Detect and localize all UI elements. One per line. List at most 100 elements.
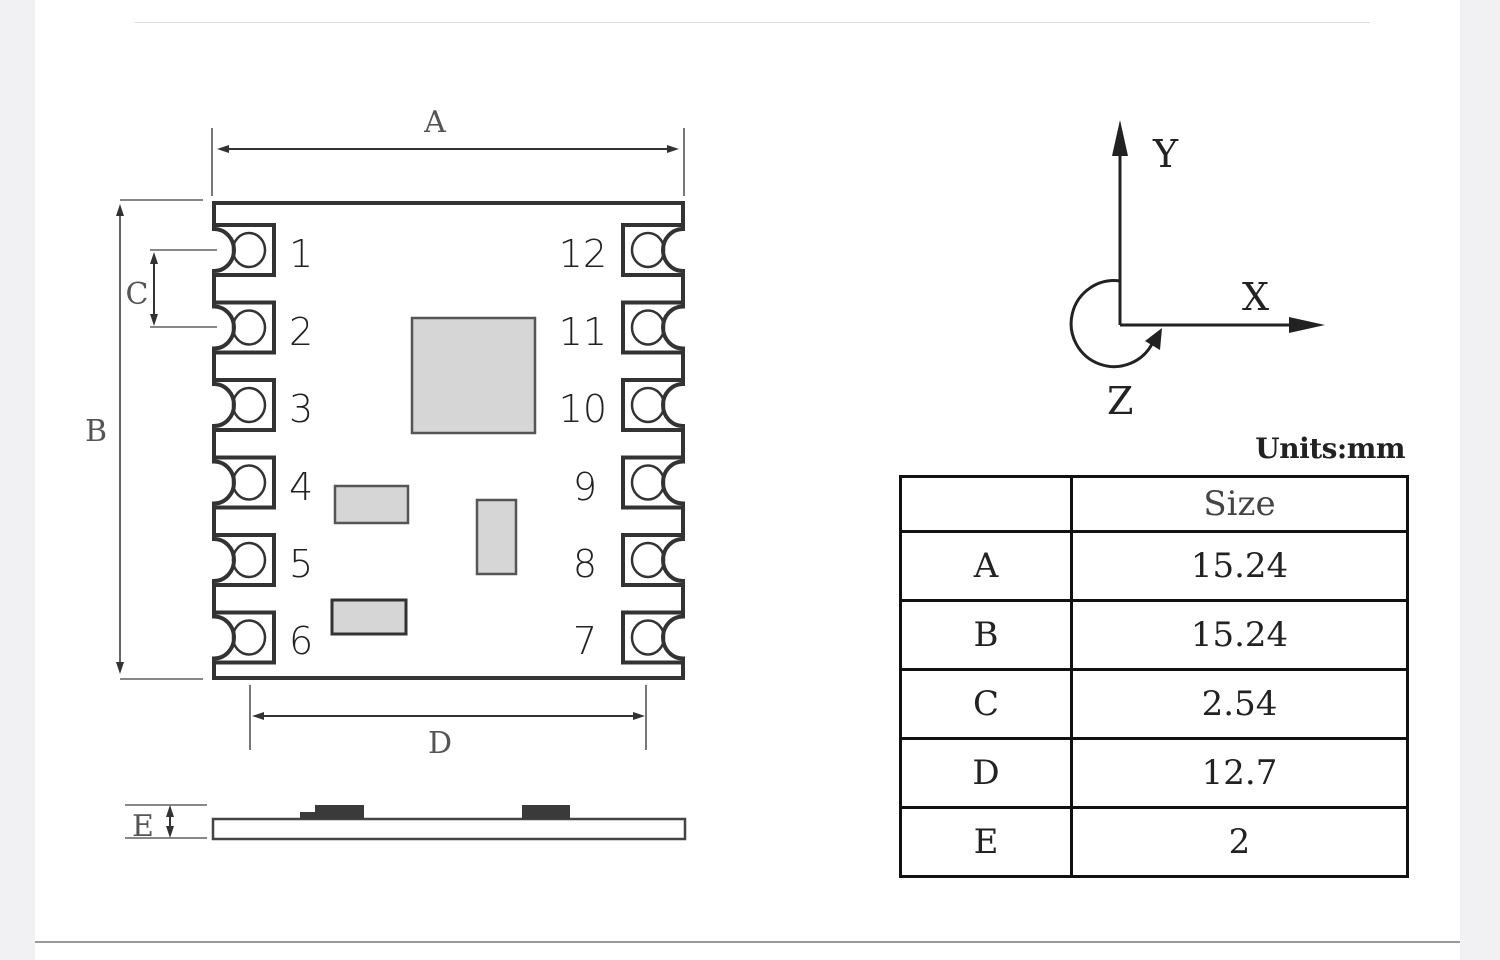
pad-hole-left-1 xyxy=(231,231,267,269)
pad-right-6 xyxy=(621,610,683,665)
dimension-c-label: C xyxy=(126,277,149,312)
dimension-b-label: B xyxy=(85,414,107,449)
z-rotation-arc xyxy=(1069,279,1155,369)
pin-label-4: 4 xyxy=(289,465,313,509)
table-header-row: Size xyxy=(899,475,1409,533)
y-axis-label: Y xyxy=(1152,132,1179,176)
pin-label-9: 9 xyxy=(573,465,597,509)
row-label: D xyxy=(899,737,1073,809)
component-capacitor xyxy=(475,498,518,576)
pad-right-2 xyxy=(621,300,683,355)
dimension-c: C xyxy=(126,249,217,328)
pad-right-1 xyxy=(621,223,683,277)
pad-frame-left-4 xyxy=(214,455,276,510)
pad-right-3 xyxy=(621,378,683,432)
pad-frame-left-3 xyxy=(214,378,276,432)
pin-label-3: 3 xyxy=(289,387,313,431)
table-header-blank xyxy=(899,475,1073,533)
pad-hole-right-3 xyxy=(630,386,666,424)
module-outline xyxy=(212,201,685,680)
pad-left-4 xyxy=(214,455,276,510)
pin-label-12: 12 xyxy=(559,232,607,276)
axis-indicator: Y X Z xyxy=(1069,120,1325,423)
pad-hole-right-4 xyxy=(630,464,666,501)
pad-hole-right-5 xyxy=(630,541,666,579)
pin-label-11: 11 xyxy=(559,310,607,354)
pad-frame-right-1 xyxy=(621,223,683,277)
dimension-e-label: E xyxy=(132,809,154,844)
pad-left-3 xyxy=(214,378,276,432)
component-resistor-2 xyxy=(330,598,408,636)
module-side-view: E xyxy=(125,804,687,844)
module-dimension-drawing: A B C 1 2 3 4 xyxy=(85,105,1325,844)
pad-frame-right-5 xyxy=(621,533,683,587)
dimension-b: B xyxy=(85,199,203,680)
component-resistor-1 xyxy=(333,484,410,525)
dimension-table: Size A 15.24 B 15.24 C 2.54 D 12.7 E 2 xyxy=(899,475,1409,878)
row-label: A xyxy=(899,530,1073,602)
pad-right-5 xyxy=(621,533,683,587)
pad-hole-left-2 xyxy=(231,309,267,346)
dimension-a-label: A xyxy=(423,105,446,140)
main-ic-chip xyxy=(410,316,537,435)
row-value: 15.24 xyxy=(1070,530,1409,602)
pin-label-1: 1 xyxy=(289,232,313,276)
pin-label-8: 8 xyxy=(573,542,597,586)
pad-hole-left-4 xyxy=(231,464,267,501)
pin-label-7: 7 xyxy=(573,619,597,663)
row-label: C xyxy=(899,668,1073,740)
pad-hole-left-3 xyxy=(231,386,267,424)
pad-hole-left-5 xyxy=(231,541,267,579)
pad-frame-right-4 xyxy=(621,455,683,510)
dimension-d: D xyxy=(249,685,647,761)
table-row: B 15.24 xyxy=(899,599,1409,671)
pad-right-4 xyxy=(621,455,683,510)
row-value: 2 xyxy=(1070,806,1409,878)
table-header-size: Size xyxy=(1070,475,1409,533)
top-divider xyxy=(135,22,1370,23)
row-value: 2.54 xyxy=(1070,668,1409,740)
pad-frame-left-1 xyxy=(214,223,276,277)
y-axis-arrow-icon xyxy=(1112,120,1128,156)
pad-left-1 xyxy=(214,223,276,277)
x-axis-label: X xyxy=(1242,275,1269,319)
pad-frame-right-2 xyxy=(621,300,683,355)
z-axis-label: Z xyxy=(1107,379,1133,423)
document-page: A B C 1 2 3 4 xyxy=(35,0,1460,960)
x-axis-arrow-icon xyxy=(1289,317,1325,333)
units-label: Units:mm xyxy=(1255,432,1405,465)
pad-group xyxy=(214,223,683,665)
pad-hole-right-1 xyxy=(630,231,666,269)
row-value: 15.24 xyxy=(1070,599,1409,671)
bottom-divider xyxy=(35,941,1460,943)
dimension-a: A xyxy=(211,105,685,196)
table-row: E 2 xyxy=(899,806,1409,878)
pin-label-10: 10 xyxy=(559,387,607,431)
pad-hole-right-2 xyxy=(630,309,666,346)
pad-frame-right-3 xyxy=(621,378,683,432)
pad-left-2 xyxy=(214,300,276,355)
module-top-view: 1 2 3 4 5 6 12 11 10 9 8 7 xyxy=(212,201,685,680)
pad-frame-left-5 xyxy=(214,533,276,587)
pad-frame-right-6 xyxy=(621,610,683,665)
pad-hole-left-6 xyxy=(231,619,267,656)
row-label: E xyxy=(899,806,1073,878)
row-value: 12.7 xyxy=(1070,737,1409,809)
dimension-d-label: D xyxy=(428,726,452,761)
table-row: C 2.54 xyxy=(899,668,1409,740)
pad-frame-left-2 xyxy=(214,300,276,355)
pad-left-5 xyxy=(214,533,276,587)
table-row: A 15.24 xyxy=(899,530,1409,602)
table-row: D 12.7 xyxy=(899,737,1409,809)
z-rotation-arrow-icon xyxy=(1145,328,1162,350)
side-view-component-1 xyxy=(300,805,364,819)
pad-hole-right-6 xyxy=(630,619,666,656)
pin-label-2: 2 xyxy=(289,310,313,354)
side-view-component-2 xyxy=(522,805,570,819)
side-view-pcb xyxy=(211,817,687,841)
pin-label-6: 6 xyxy=(289,619,313,663)
pad-frame-left-6 xyxy=(214,610,276,665)
pad-left-6 xyxy=(214,610,276,665)
pin-label-5: 5 xyxy=(289,542,313,586)
row-label: B xyxy=(899,599,1073,671)
